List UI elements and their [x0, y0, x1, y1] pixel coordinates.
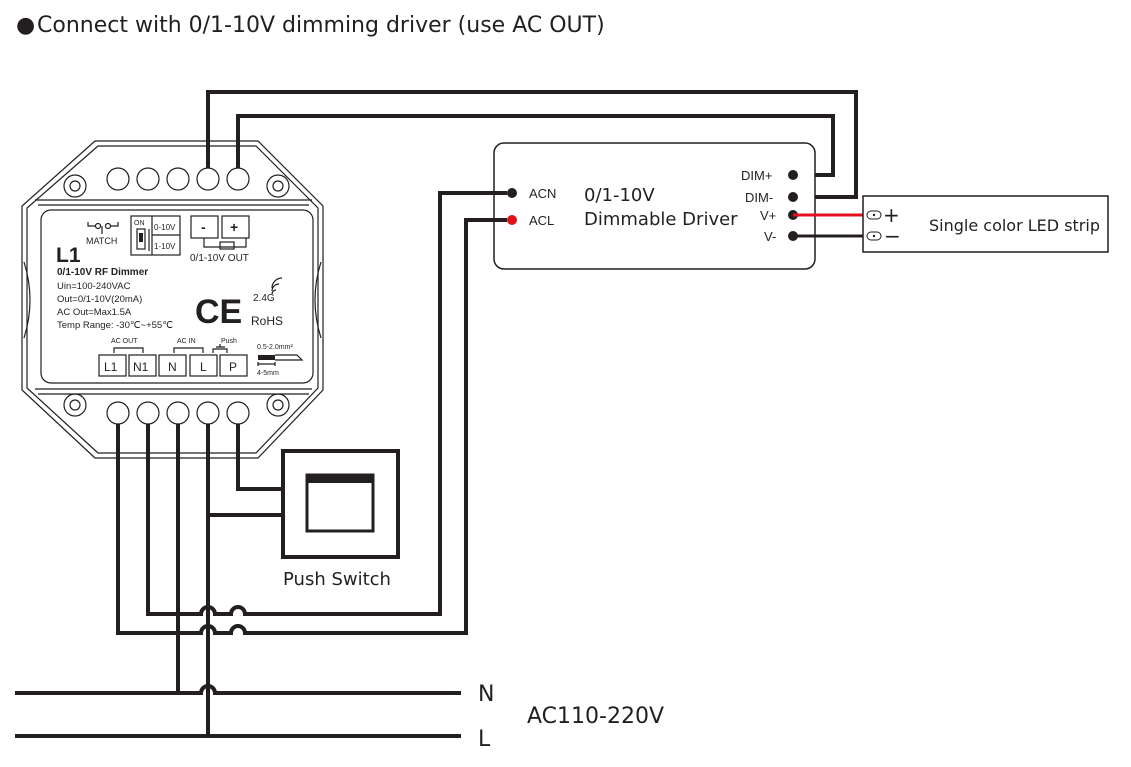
screw-top-right — [266, 174, 290, 198]
led-minus-sign: − — [884, 224, 901, 248]
mains-supply: N L AC110-220V — [15, 682, 664, 752]
housing-inner-edge — [26, 145, 319, 454]
wire-n1-to-acn — [146, 191, 507, 616]
wire-l1-to-acl — [116, 218, 507, 635]
strip-length-label: 4-5mm — [257, 370, 279, 377]
potentiometer-icon — [219, 241, 235, 250]
switch-on-label: ON — [134, 220, 145, 227]
dim-plus-label: DIM+ — [741, 168, 772, 183]
spec-uin: Uin=100-240VAC — [57, 281, 131, 292]
dim-output-block: - + 0/1-10V OUT — [190, 215, 250, 264]
terminal-l1-label: L1 — [104, 360, 118, 374]
driver-box — [493, 142, 816, 270]
v-plus-label: V+ — [760, 208, 776, 223]
mains-voltage-label: AC110-220V — [527, 704, 664, 729]
wireless-signal-icon — [271, 277, 283, 295]
driver-title-line1: 0/1-10V — [584, 185, 655, 206]
out-minus-label: - — [201, 219, 206, 235]
ce-mark: CE — [195, 293, 242, 331]
model-label: L1 — [56, 244, 81, 267]
dim-minus-label: DIM- — [745, 190, 773, 205]
v-minus-label: V- — [764, 229, 776, 244]
switch-option-1-10v: 1-10V — [154, 242, 176, 251]
screw-top-left — [63, 174, 87, 198]
ac-out-group-label: AC OUT — [111, 338, 138, 345]
title-bullet: ● — [16, 13, 35, 38]
mains-n-line — [15, 684, 461, 695]
led-strip-box — [862, 195, 1109, 253]
spec-temp: Temp Range: -30℃~+55℃ — [57, 320, 173, 331]
mode-switch: ON 0-10V 1-10V — [130, 215, 181, 256]
dimmable-driver: 0/1-10V Dimmable Driver ACN ACL DIM+ DIM… — [493, 142, 816, 270]
led-strip-label: Single color LED strip — [929, 216, 1100, 235]
label-panel — [40, 209, 314, 384]
acl-terminal — [507, 215, 517, 225]
product-name: 0/1-10V RF Dimmer — [57, 267, 148, 278]
ac-in-group-label: AC IN — [177, 338, 196, 345]
screw-bottom-right — [266, 393, 290, 417]
mains-l-label: L — [478, 727, 491, 752]
spec-ac-out: AC Out=Max1.5A — [57, 307, 132, 318]
page-title: Connect with 0/1-10V dimming driver (use… — [37, 13, 605, 38]
wire-gauge-label: 0.5-2.0mm² — [257, 344, 293, 351]
screw-bottom-left — [63, 393, 87, 417]
terminal-p-label: P — [229, 360, 237, 374]
top-terminal-hole — [136, 167, 160, 191]
switch-slider-icon — [136, 228, 146, 250]
rohs-label: RoHS — [251, 314, 283, 328]
push-group-label: Push — [221, 338, 237, 345]
wire-p-to-push-switch — [236, 424, 283, 491]
match-button: MATCH — [86, 222, 119, 246]
acn-terminal — [507, 188, 517, 198]
push-switch-label: Push Switch — [283, 569, 391, 590]
led-plus-sign: + — [883, 203, 900, 227]
dim-plus-terminal — [788, 170, 798, 180]
rf-label: 2.4G — [253, 293, 275, 304]
push-switch: Push Switch — [281, 449, 400, 590]
mains-n-label: N — [478, 682, 494, 707]
right-side-notch — [314, 261, 322, 339]
acn-label: ACN — [529, 186, 556, 201]
push-switch-button — [305, 473, 375, 533]
wire-dim-minus — [206, 90, 858, 199]
housing-outer — [21, 140, 324, 459]
terminal-block: L1 N1 N L P — [98, 354, 248, 377]
switch-option-0-10v: 0-10V — [154, 223, 176, 232]
terminal-l-label: L — [200, 360, 207, 374]
left-side-notch — [23, 261, 31, 339]
dimmer-module: MATCH ON 0-10V 1-10V - + 0/1-10V OUT L1 … — [21, 140, 324, 459]
out-plus-label: + — [230, 219, 238, 235]
ac-in-bracket — [173, 347, 204, 353]
header: ● Connect with 0/1-10V dimming driver (u… — [16, 13, 605, 38]
dim-minus-terminal — [788, 192, 798, 202]
wire-strip-spec: 0.5-2.0mm² 4-5mm — [257, 344, 304, 377]
out-label: 0/1-10V OUT — [190, 253, 249, 264]
terminal-n1-label: N1 — [133, 360, 149, 374]
spec-out: Out=0/1-10V(20mA) — [57, 294, 142, 305]
ac-out-bracket — [113, 347, 144, 353]
terminal-n-label: N — [168, 360, 177, 374]
push-bracket — [212, 344, 228, 353]
wire-dim-plus — [236, 114, 835, 177]
acl-label: ACL — [529, 213, 554, 228]
match-label: MATCH — [86, 236, 117, 246]
led-strip: + − Single color LED strip — [862, 195, 1109, 253]
top-terminal-hole — [166, 167, 190, 191]
driver-title-line2: Dimmable Driver — [584, 209, 738, 230]
top-terminal-hole — [106, 167, 130, 191]
